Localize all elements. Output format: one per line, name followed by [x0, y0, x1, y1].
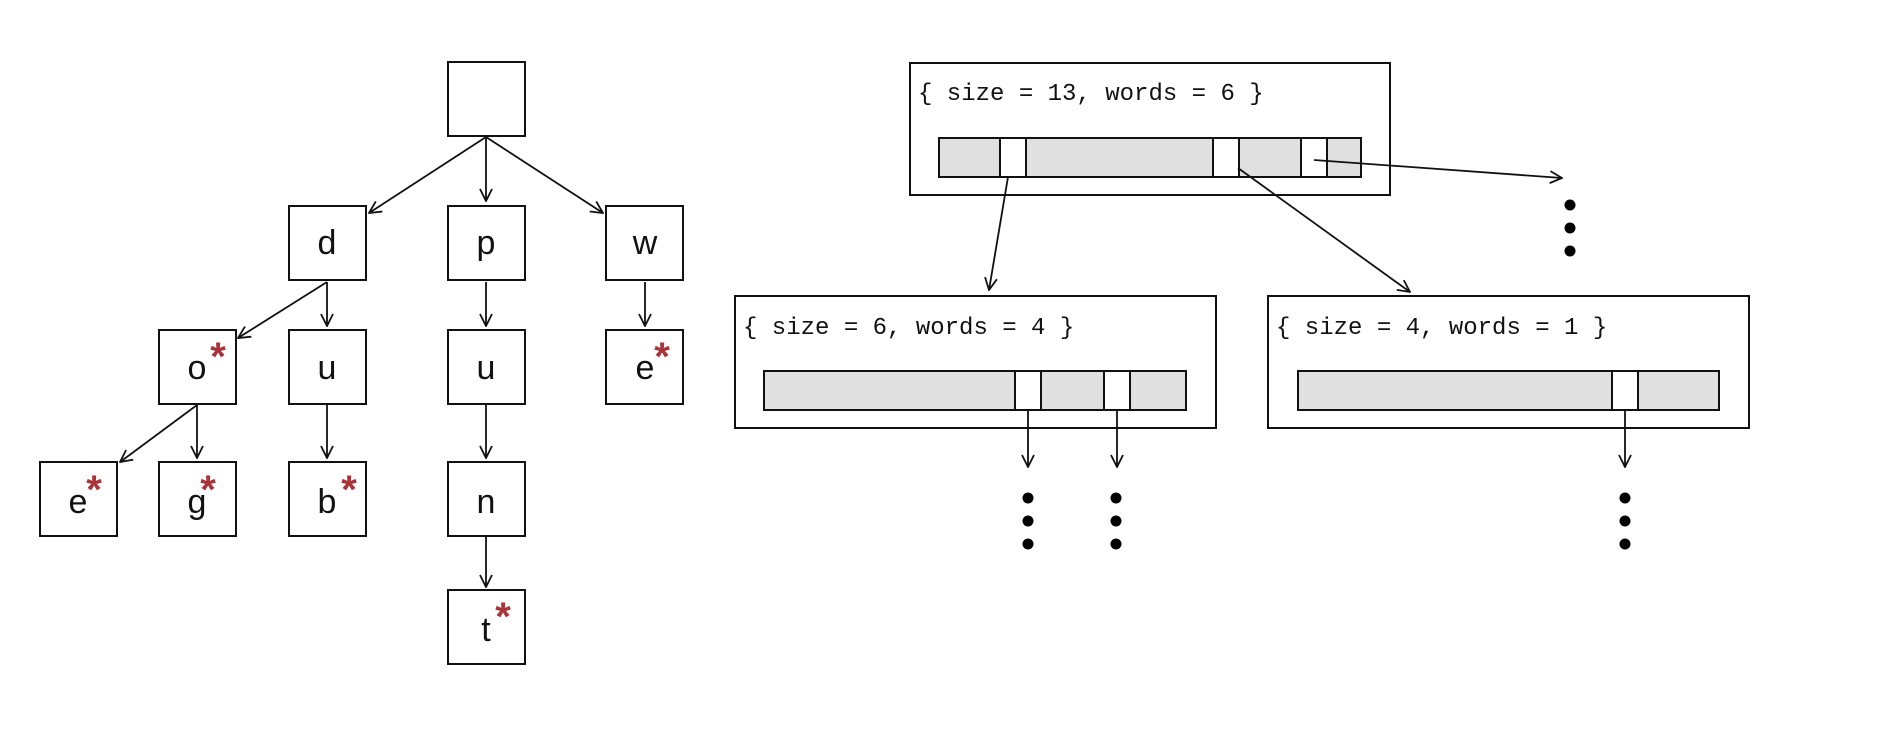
- ellipsis-right-1: [1619, 492, 1631, 550]
- trie-node-we: e *: [605, 329, 684, 405]
- edge-d-o: [238, 281, 328, 338]
- child-slot: [1014, 370, 1042, 411]
- trie-nodes: d p w o * u u e *: [39, 61, 684, 665]
- node-letter: o: [188, 349, 207, 387]
- trie-node-do: o *: [158, 329, 237, 405]
- trie-node-d: d: [288, 205, 367, 281]
- struct-top: { size = 13, words = 6 }: [909, 62, 1391, 196]
- edge-root-d: [369, 136, 487, 213]
- edge-o-e: [120, 404, 198, 462]
- trie-edges: [120, 136, 645, 587]
- ellipsis-left-2: [1110, 492, 1122, 550]
- word-end-marker: *: [341, 468, 357, 512]
- trie-node-p: p: [447, 205, 526, 281]
- trie-node-doe: e *: [39, 461, 118, 537]
- node-letter: n: [477, 483, 496, 521]
- node-letter: b: [318, 483, 337, 521]
- node-letter: w: [632, 224, 658, 262]
- trie-node-punt: t *: [447, 589, 526, 665]
- pointer-top-to-right: [1237, 167, 1410, 292]
- struct-label: { size = 4, words = 1 }: [1276, 315, 1607, 342]
- word-end-marker: *: [200, 468, 216, 512]
- node-letter: u: [318, 349, 337, 387]
- child-slot: [1300, 137, 1328, 178]
- node-letter: d: [318, 224, 337, 262]
- struct-label: { size = 6, words = 4 }: [743, 315, 1074, 342]
- trie-node-w: w: [605, 205, 684, 281]
- children-array: [1297, 370, 1720, 411]
- struct-left: { size = 6, words = 4 }: [734, 295, 1217, 429]
- node-letter: e: [636, 349, 655, 387]
- node-letter: u: [477, 349, 496, 387]
- trie-node-du: u: [288, 329, 367, 405]
- trie-node-pu: u: [447, 329, 526, 405]
- node-letter: e: [69, 483, 88, 521]
- word-end-marker: *: [495, 595, 511, 639]
- edge-root-w: [485, 136, 603, 213]
- node-letter: t: [481, 611, 491, 649]
- child-slot: [1611, 370, 1639, 411]
- ellipsis-top-right: [1564, 199, 1576, 257]
- node-letter: p: [477, 224, 496, 262]
- child-slot: [1212, 137, 1240, 178]
- trie-node-dub: b *: [288, 461, 367, 537]
- pointer-top-to-more: [1313, 159, 1562, 178]
- pointer-arrows: [989, 159, 1625, 467]
- child-slot: [999, 137, 1027, 178]
- node-letter: g: [188, 483, 207, 521]
- struct-right: { size = 4, words = 1 }: [1267, 295, 1750, 429]
- child-slot: [1103, 370, 1131, 411]
- word-end-marker: *: [210, 335, 226, 379]
- word-end-marker: *: [654, 335, 670, 379]
- trie-node-pun: n: [447, 461, 526, 537]
- struct-label: { size = 13, words = 6 }: [918, 81, 1264, 108]
- trie-node-dog: g *: [158, 461, 237, 537]
- pointer-top-to-left: [989, 176, 1009, 290]
- trie-node-root: [447, 61, 526, 137]
- ellipsis-left-1: [1022, 492, 1034, 550]
- word-end-marker: *: [86, 468, 102, 512]
